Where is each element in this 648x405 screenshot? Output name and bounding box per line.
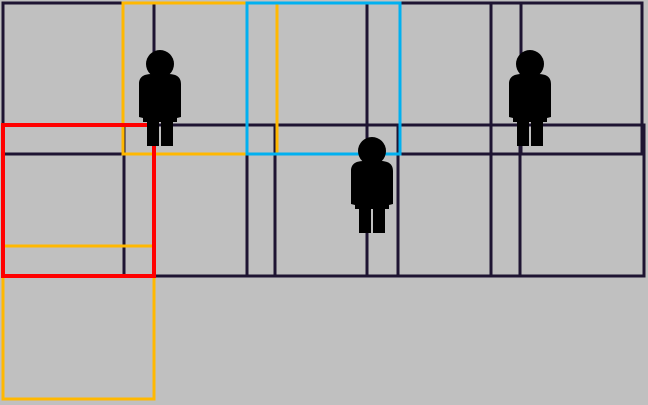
lower-scene-background xyxy=(0,277,648,405)
grid-cell xyxy=(245,123,400,278)
red-detection-box xyxy=(1,123,156,278)
upper-scene-background xyxy=(0,0,648,277)
grid-cell xyxy=(489,123,646,278)
orange-detection-box xyxy=(1,244,156,401)
cyan-detection-box xyxy=(245,1,402,156)
orange-detection-box xyxy=(121,1,279,156)
